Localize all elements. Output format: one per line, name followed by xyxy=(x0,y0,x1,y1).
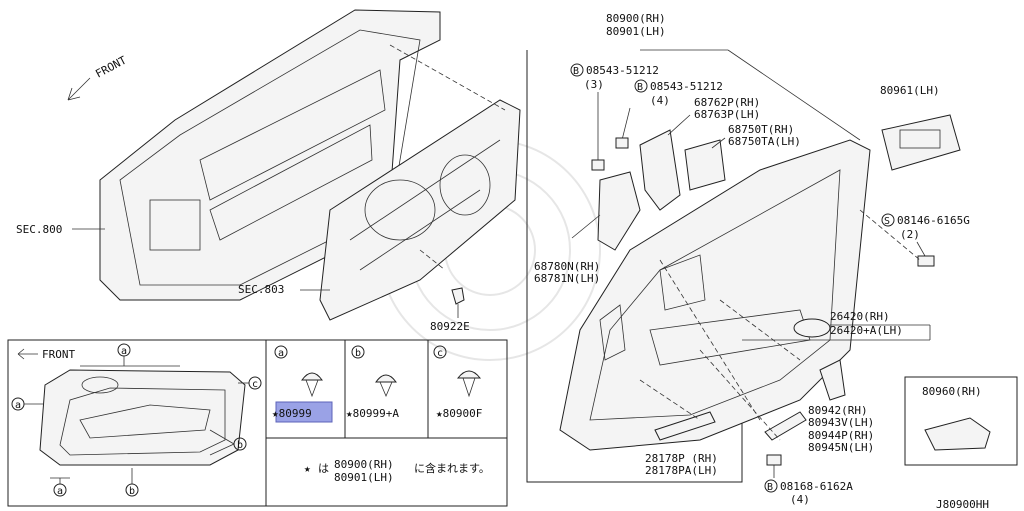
circ-b-2: B xyxy=(637,82,643,93)
legend-frame xyxy=(7,339,508,507)
callout-top-a: a xyxy=(121,346,127,357)
label-26420: 26420(RH) xyxy=(830,310,890,323)
label-80945: 80945N(LH) xyxy=(808,441,874,454)
label-80900: 80900(RH) xyxy=(606,12,666,25)
label-68763p: 68763P(LH) xyxy=(694,108,760,121)
cell-c-letter: c xyxy=(437,348,443,359)
inset-callouts: a a a b b c xyxy=(11,343,262,497)
label-80961: 80961(LH) xyxy=(880,84,940,97)
box-80960 xyxy=(904,376,1018,466)
label-68750t: 68750T(RH) xyxy=(728,123,794,136)
label-bolt2: 08543-51212 xyxy=(650,80,723,93)
callout-right-c: c xyxy=(252,379,258,390)
label-68781n: 68781N(LH) xyxy=(534,272,600,285)
front-arrow-inset: FRONT xyxy=(17,348,75,361)
part-28178p xyxy=(654,411,716,441)
cell-b-letter: b xyxy=(355,348,361,359)
inset-panel xyxy=(39,369,246,466)
label-80943: 80943V(LH) xyxy=(808,416,874,429)
front-label-inset: FRONT xyxy=(42,348,75,361)
label-sec800: SEC.800 xyxy=(16,223,62,236)
circ-s: S xyxy=(884,216,890,227)
vent-68750t xyxy=(684,139,726,191)
note-text: は xyxy=(318,462,329,475)
legend-cell-b: b ★80999+A xyxy=(346,345,399,420)
legend-note: ★ は 80900(RH) 80901(LH) に含まれます。 xyxy=(304,458,490,484)
label-bolt1: 08543-51212 xyxy=(586,64,659,77)
label-28178p: 28178P (RH) xyxy=(645,452,718,465)
label-80922e: 80922E xyxy=(430,320,470,333)
cell-a-letter: a xyxy=(278,348,284,359)
label-sec803: SEC.803 xyxy=(238,283,284,296)
legend-cell-a: a ★80999 xyxy=(272,345,333,423)
part-80900f: ★80900F xyxy=(436,407,482,420)
label-80960: 80960(RH) xyxy=(922,385,982,398)
label-bolt1-qty: (3) xyxy=(584,78,604,91)
bracket-68780n xyxy=(597,171,641,251)
circ-b-1: B xyxy=(573,66,579,77)
part-80942 xyxy=(819,359,846,401)
note-lh: 80901(LH) xyxy=(334,471,394,484)
label-08168-qty: (4) xyxy=(790,493,810,506)
clip-80922e xyxy=(451,287,465,318)
callout-right-b: b xyxy=(237,440,243,451)
highlight-80999 xyxy=(275,401,333,423)
bolt-08543-a: B xyxy=(570,63,584,77)
inner-panel xyxy=(319,99,521,321)
bracket-68762p xyxy=(639,129,681,211)
callout-bottom-a: a xyxy=(57,486,63,497)
switch-80960 xyxy=(924,417,991,451)
part-80999a: ★80999+A xyxy=(346,407,399,420)
bolt-08168: B xyxy=(764,479,778,493)
front-arrow-top: FRONT xyxy=(67,53,129,101)
label-bolt2-qty: (4) xyxy=(650,94,670,107)
callout-left-a: a xyxy=(15,400,21,411)
label-68750ta: 68750TA(LH) xyxy=(728,135,801,148)
screw-08146: S xyxy=(881,213,895,227)
label-80942: 80942(RH) xyxy=(808,404,868,417)
note-star: ★ xyxy=(304,462,311,475)
switch-80961 xyxy=(881,114,961,171)
note-rh: 80900(RH) xyxy=(334,458,394,471)
note-suffix: に含まれます。 xyxy=(414,461,490,475)
label-08146-qty: (2) xyxy=(900,228,920,241)
circ-b-3: B xyxy=(767,482,773,493)
legend-cell-c: c ★80900F xyxy=(433,345,482,420)
label-80901: 80901(LH) xyxy=(606,25,666,38)
label-68780n: 68780N(RH) xyxy=(534,260,600,273)
front-label-top: FRONT xyxy=(93,53,129,80)
label-08146: 08146-6165G xyxy=(897,214,970,227)
diagram-id: J80900HH xyxy=(936,498,989,511)
lamp-26420 xyxy=(793,318,831,338)
label-26420a: 26420+A(LH) xyxy=(830,324,903,337)
part-80999: ★80999 xyxy=(272,407,312,420)
label-80944: 80944P(RH) xyxy=(808,429,874,442)
part-80944 xyxy=(764,411,807,441)
callout-bottom-b: b xyxy=(129,486,135,497)
label-08168: 08168-6162A xyxy=(780,480,853,493)
label-68762p: 68762P(RH) xyxy=(694,96,760,109)
label-28178pa: 28178PA(LH) xyxy=(645,464,718,477)
bolt-08543-b: B xyxy=(634,79,648,93)
